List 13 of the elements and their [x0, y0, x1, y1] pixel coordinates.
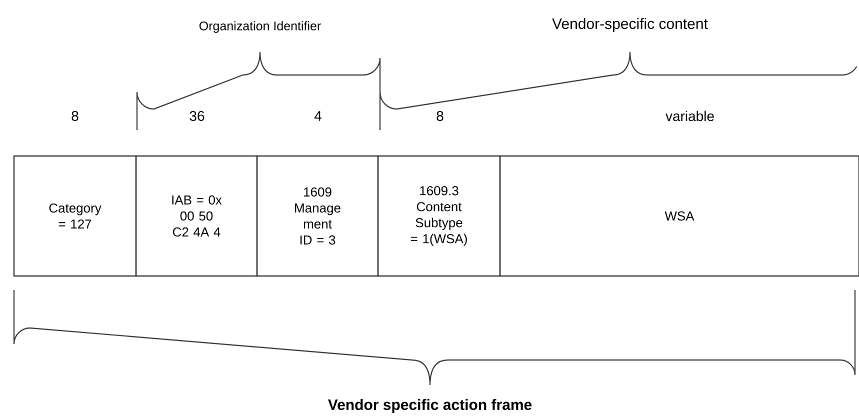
field-cell: 1609 Manage ment ID = 3: [256, 155, 379, 277]
field-size: variable: [666, 110, 714, 122]
field-size: 4: [314, 111, 322, 121]
field-cell: IAB = 0x 00 50 C2 4A 4: [135, 155, 258, 277]
field-cell: 1609.3 Content Subtype = 1(WSA): [377, 155, 501, 277]
brace-label: Vendor-specific content: [552, 18, 708, 32]
field-size: 36: [190, 111, 204, 121]
field-cell: Category = 127: [13, 155, 137, 277]
frame-caption: Vendor specific action frame: [328, 399, 532, 413]
field-size: 8: [436, 111, 444, 121]
field-cell: WSA: [499, 155, 859, 277]
field-size: 8: [72, 111, 78, 121]
brace-label: Organization Identifier: [199, 21, 321, 33]
